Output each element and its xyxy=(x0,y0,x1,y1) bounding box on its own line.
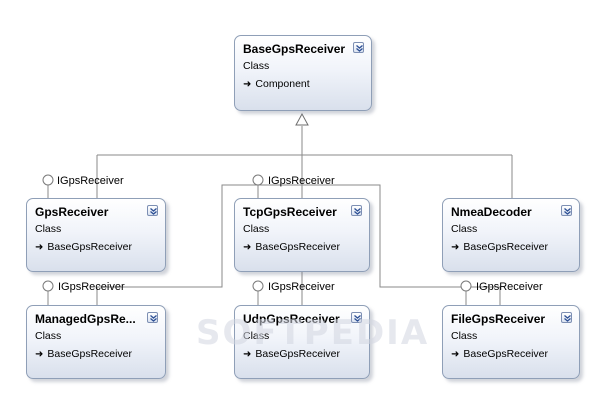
interface-label-gps: IGpsReceiver xyxy=(57,175,124,187)
base-class-name: BaseGpsReceiver xyxy=(255,348,341,360)
double-chevron-down-icon[interactable] xyxy=(147,205,158,216)
double-chevron-down-icon[interactable] xyxy=(351,205,362,216)
class-box-udp-gps-receiver[interactable]: UdpGpsReceiver Class ➜BaseGpsReceiver xyxy=(234,305,370,379)
class-box-managed-gps-receiver[interactable]: ManagedGpsRe... Class ➜BaseGpsReceiver xyxy=(26,305,166,379)
interface-lollipop-managed xyxy=(42,280,54,292)
class-name: TcpGpsReceiver xyxy=(243,205,337,219)
interface-lollipop-file xyxy=(460,280,472,292)
class-box-nmea-decoder[interactable]: NmeaDecoder Class ➜BaseGpsReceiver xyxy=(442,198,580,272)
base-class-name: BaseGpsReceiver xyxy=(463,348,549,360)
base-class-row: ➜BaseGpsReceiver xyxy=(35,347,157,362)
inheritance-arrowhead xyxy=(295,112,309,126)
inheritance-arrow-icon: ➜ xyxy=(243,349,252,360)
inheritance-arrow-icon: ➜ xyxy=(35,242,44,253)
base-class-row: ➜BaseGpsReceiver xyxy=(35,240,157,255)
class-box-tcp-gps-receiver[interactable]: TcpGpsReceiver Class ➜BaseGpsReceiver xyxy=(234,198,370,272)
inheritance-arrow-icon: ➜ xyxy=(243,242,252,253)
class-name: BaseGpsReceiver xyxy=(243,42,346,56)
double-chevron-down-icon[interactable] xyxy=(353,42,364,53)
double-chevron-down-icon[interactable] xyxy=(561,312,572,323)
inheritance-route-managed xyxy=(96,184,237,305)
class-box-base-gps-receiver[interactable]: BaseGpsReceiver Class ➜Component xyxy=(234,35,372,111)
class-kind: Class xyxy=(243,223,270,235)
interface-lollipop-tcp xyxy=(252,174,264,186)
interface-label-managed: IGpsReceiver xyxy=(58,281,125,293)
class-kind: Class xyxy=(451,223,478,235)
interface-label-tcp: IGpsReceiver xyxy=(268,175,335,187)
base-class-name: BaseGpsReceiver xyxy=(47,348,133,360)
inheritance-arrow-icon: ➜ xyxy=(451,242,460,253)
class-kind: Class xyxy=(35,330,62,342)
base-class-row: ➜BaseGpsReceiver xyxy=(451,240,571,255)
class-name: ManagedGpsRe... xyxy=(35,312,136,326)
class-name: NmeaDecoder xyxy=(451,205,532,219)
base-class-name: BaseGpsReceiver xyxy=(255,241,341,253)
base-class-row: ➜BaseGpsReceiver xyxy=(243,240,361,255)
base-class-row: ➜BaseGpsReceiver xyxy=(243,347,361,362)
base-class-name: Component xyxy=(255,78,310,90)
inheritance-arrow-icon: ➜ xyxy=(451,349,460,360)
class-box-gps-receiver[interactable]: GpsReceiver Class ➜BaseGpsReceiver xyxy=(26,198,166,272)
class-kind: Class xyxy=(35,223,62,235)
class-kind: Class xyxy=(451,330,478,342)
class-name: UdpGpsReceiver xyxy=(243,312,340,326)
class-name: GpsReceiver xyxy=(35,205,109,219)
inheritance-arrow-icon: ➜ xyxy=(243,79,252,90)
interface-label-udp: IGpsReceiver xyxy=(268,281,335,293)
class-kind: Class xyxy=(243,60,270,72)
class-kind: Class xyxy=(243,330,270,342)
interface-lollipop-gps xyxy=(42,174,54,186)
class-name: FileGpsReceiver xyxy=(451,312,546,326)
base-class-name: BaseGpsReceiver xyxy=(47,241,133,253)
inheritance-route-file xyxy=(237,184,501,305)
base-class-row: ➜Component xyxy=(243,77,363,92)
double-chevron-down-icon[interactable] xyxy=(351,312,362,323)
double-chevron-down-icon[interactable] xyxy=(147,312,158,323)
double-chevron-down-icon[interactable] xyxy=(561,205,572,216)
base-class-row: ➜BaseGpsReceiver xyxy=(451,347,571,362)
interface-label-file: IGpsReceiver xyxy=(476,281,543,293)
class-box-file-gps-receiver[interactable]: FileGpsReceiver Class ➜BaseGpsReceiver xyxy=(442,305,580,379)
inheritance-arrow-icon: ➜ xyxy=(35,349,44,360)
interface-lollipop-udp xyxy=(252,280,264,292)
base-class-name: BaseGpsReceiver xyxy=(463,241,549,253)
